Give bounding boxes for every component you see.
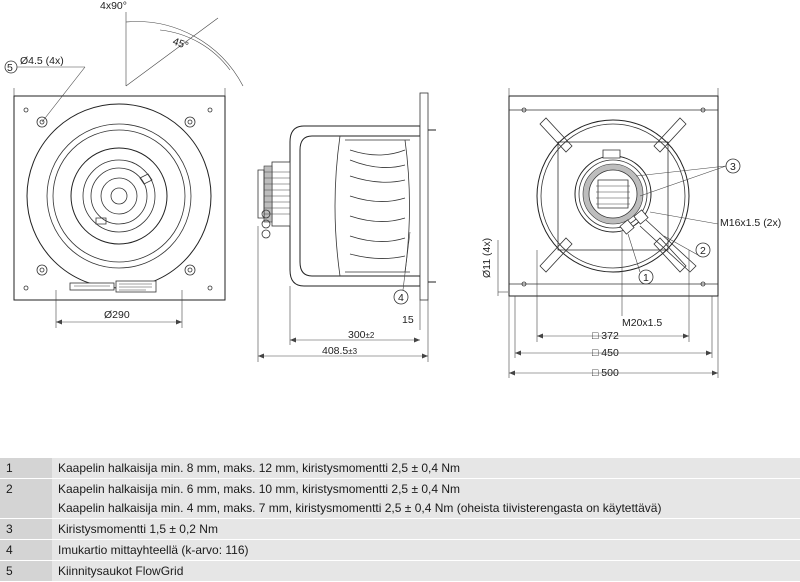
angle-total-label: 4x90° [100,0,127,12]
motor-fins [264,171,290,215]
angle-45-label: 45° [171,36,190,53]
legend-text: Kaapelin halkaisija min. 8 mm, maks. 12 … [52,458,800,479]
dim-450-label: □ 450 [592,347,619,359]
legend-text: Kiinnitysaukot FlowGrid [52,560,800,582]
legend-table: 1 Kaapelin halkaisija min. 8 mm, maks. 1… [0,458,800,582]
m16-label: M16x1.5 (2x) [720,217,781,229]
legend-number: 5 [0,560,52,582]
dim-408-label: 408.5±3 [322,345,358,357]
legend-number: 4 [0,539,52,561]
hole-callout-number: 5 [7,62,13,74]
dim-15-label: 15 [402,314,414,326]
legend-row: 3 Kiristysmomentti 1,5 ± 0,2 Nm [0,518,800,540]
dim-300-label: 300±2 [348,329,375,341]
technical-drawing: 4x90° 45° 5 Ø4.5 (4x) [4,0,781,379]
m20-label: M20x1.5 [622,317,662,329]
hole-callout-label: Ø4.5 (4x) [20,55,64,67]
callout-3-number: 3 [730,161,736,173]
legend-row: 1 Kaapelin halkaisija min. 8 mm, maks. 1… [0,458,800,479]
dia-290-label: Ø290 [104,309,130,321]
dia-11-label: Ø11 (4x) [481,238,493,278]
legend-text: Imukartio mittayhteellä (k-arvo: 116) [52,539,800,561]
legend-number: 1 [0,458,52,479]
back-view: Ø11 (4x) 3 M16x1.5 (2x) 2 1 M20x1.5 □ 37… [481,88,781,379]
legend-row: 2 Kaapelin halkaisija min. 6 mm, maks. 1… [0,478,800,519]
legend-text: Kaapelin halkaisija min. 6 mm, maks. 10 … [52,478,800,519]
callout-2-number: 2 [700,245,706,257]
dim-500-label: □ 500 [592,367,619,379]
legend-text: Kiristysmomentti 1,5 ± 0,2 Nm [52,518,800,540]
legend-row: 5 Kiinnitysaukot FlowGrid [0,560,800,582]
legend-row: 4 Imukartio mittayhteellä (k-arvo: 116) [0,539,800,561]
legend-number: 3 [0,518,52,540]
side-view: 4 15 300±2 408.5±3 [257,92,436,362]
front-view: 4x90° 45° 5 Ø4.5 (4x) [4,0,244,328]
dim-372-label: □ 372 [592,330,619,342]
callout-4-number: 4 [398,292,404,304]
callout-1-number: 1 [643,272,649,284]
legend-number: 2 [0,478,52,519]
